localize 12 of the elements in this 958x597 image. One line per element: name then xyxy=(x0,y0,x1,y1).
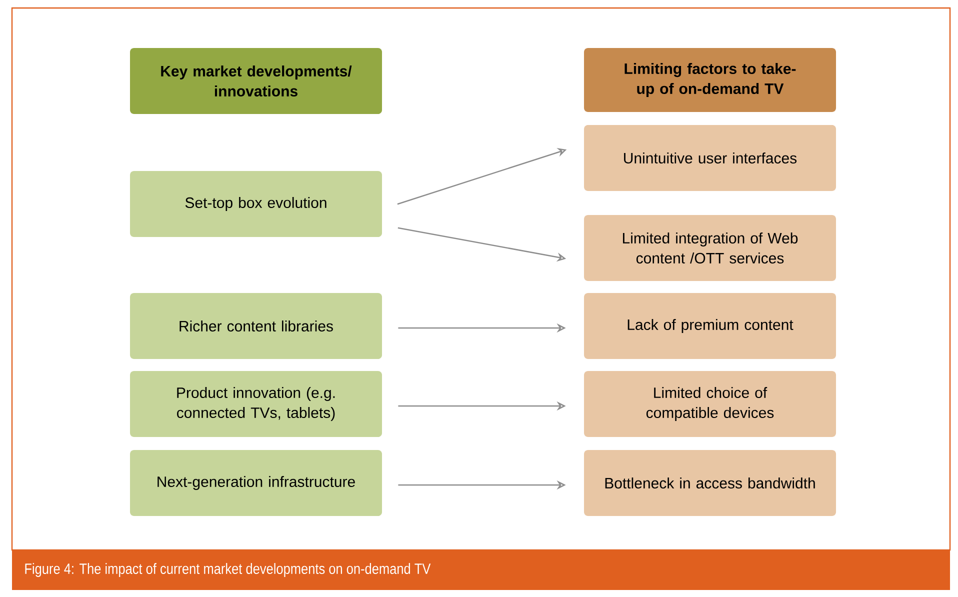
development-box: Richer content libraries xyxy=(130,293,382,359)
factor-box: Bottleneck in access bandwidth xyxy=(584,450,836,516)
factor-box: Lack of premium content xyxy=(584,293,836,359)
column-header: Key market developments/ innovations xyxy=(130,48,382,114)
factor-box: Limited integration of Web content /OTT services xyxy=(584,215,836,281)
factor-box: Unintuitive user interfaces xyxy=(584,125,836,191)
development-box: Product innovation (e.g. connected TVs, tablets) xyxy=(130,371,382,437)
caption-bar: Figure 4: The impact of current market developments on on-demand TV xyxy=(12,550,950,590)
factor-box: Limited choice of compatible devices xyxy=(584,371,836,437)
development-box: Next-generation infrastructure xyxy=(130,450,382,516)
development-box: Set-top box evolution xyxy=(130,171,382,237)
column-header: Limiting factors to take-up of on-demand TV xyxy=(584,48,836,112)
